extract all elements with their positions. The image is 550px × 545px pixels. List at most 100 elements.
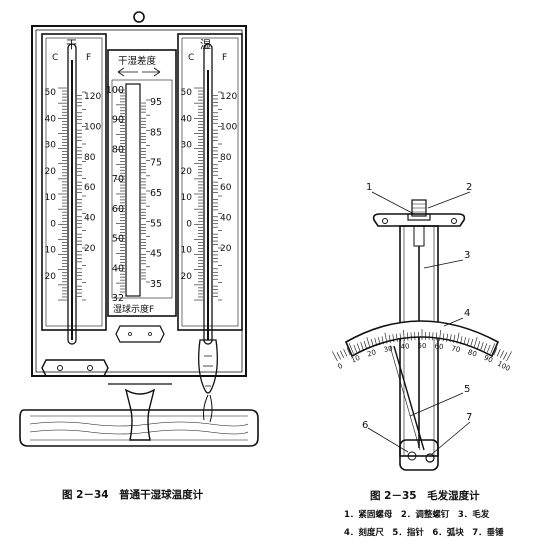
left-caption: 图 2－34 普通干湿球温度计: [62, 489, 204, 501]
arc-tick: [490, 343, 496, 354]
reservoir-stand: [124, 388, 156, 441]
tick-label: 40: [45, 114, 57, 124]
arc-block: [399, 439, 439, 471]
arc-tick: [449, 334, 452, 343]
tick-label: 75: [150, 158, 162, 169]
arc-tick: [392, 334, 395, 343]
wet-bulb-wick: [198, 339, 218, 394]
center-scale-ticks: [116, 89, 150, 293]
fastening-nut: [407, 213, 431, 221]
arc-tick-label: 20: [366, 348, 377, 358]
arc-tick-label: 50: [418, 342, 427, 350]
arc-tick: [463, 337, 466, 345]
arc-tick: [470, 338, 474, 347]
arc-tick: [456, 332, 460, 344]
arc-tick: [384, 332, 388, 344]
arc-tick: [477, 341, 481, 349]
tick-label: 10: [45, 246, 57, 256]
tick-label: 10: [181, 193, 193, 203]
tick-label: 50: [45, 88, 57, 98]
diff-label: 干湿差度: [118, 55, 157, 67]
tick-label: 20: [84, 244, 96, 254]
tick-label: 20: [220, 244, 232, 254]
tick-label: 35: [150, 279, 162, 290]
tick-label: 80: [84, 153, 96, 163]
arc-tick-label: 30: [383, 345, 393, 355]
arc-tick: [403, 329, 405, 341]
dry-thermometer: [67, 43, 77, 345]
hanger-ring: [133, 11, 145, 23]
tick-label: 65: [150, 188, 162, 199]
arc-tick: [366, 337, 371, 348]
tick-label: 32: [112, 293, 124, 304]
tick-label: 95: [150, 97, 162, 108]
arc-tick: [399, 333, 402, 342]
tick-label: 20: [181, 272, 193, 282]
arc-tick: [336, 352, 341, 360]
arc-tick: [343, 348, 348, 357]
arc-tick: [460, 336, 463, 345]
arc-tick-label: 0: [336, 362, 344, 371]
arc-tick: [496, 348, 501, 357]
dry-scale-panel: [41, 33, 107, 331]
dry-c-label: C: [52, 53, 58, 63]
right-caption: 图 2－35 毛发湿度计: [370, 490, 480, 502]
tick-label: 80: [220, 153, 232, 163]
hygrometer-figure: [344, 191, 500, 471]
frame: [399, 225, 439, 457]
pendulum-weight: [425, 453, 435, 463]
arc-tick: [374, 337, 378, 346]
arc-tick: [353, 344, 357, 353]
tick-label: 40: [84, 214, 96, 224]
tick-label: 40: [112, 263, 124, 274]
callout-2: 2: [466, 182, 472, 193]
right-legend-line-1: 1．紧固螺母 2．调整螺钉 3．毛发: [344, 510, 490, 520]
arc-tick-label: 10: [350, 354, 361, 365]
callout-5: 5: [464, 384, 470, 395]
arc-tick: [442, 333, 445, 342]
callout-6: 6: [362, 420, 368, 431]
arc-tick: [348, 343, 354, 354]
arc-tick: [378, 337, 381, 345]
tick-label: 60: [220, 183, 232, 193]
tick-label: 100: [220, 122, 237, 132]
pointer: [393, 345, 425, 451]
center-rule-panel: [107, 49, 177, 317]
wet-scale-panel: [177, 33, 243, 331]
tick-label: 10: [181, 246, 193, 256]
tick-label: 70: [112, 174, 124, 185]
wet-label: 湿: [200, 38, 211, 51]
dry-label: 干: [66, 38, 77, 51]
arc-tick: [487, 344, 491, 353]
arc-tick-label: 70: [451, 345, 461, 355]
tick-label: 120: [220, 92, 237, 102]
humidity-label: 湿球示度F: [113, 303, 154, 315]
arc-tick: [499, 350, 504, 359]
callout-3: 3: [464, 250, 470, 261]
tick-label: 100: [84, 122, 101, 132]
dry-f-label: F: [86, 53, 91, 63]
tick-label: 90: [112, 115, 124, 126]
tick-label: 45: [150, 249, 162, 260]
tick-label: 85: [150, 127, 162, 138]
arc-tick-label: 100: [496, 360, 512, 373]
arc-tick: [396, 333, 398, 342]
arc-tick: [388, 334, 391, 343]
arc-tick-label: 40: [400, 342, 410, 351]
tick-label: 10: [45, 193, 57, 203]
arc-tick: [381, 336, 384, 345]
arc-tick: [407, 332, 409, 341]
tick-label: 20: [181, 167, 193, 177]
arc-tick: [435, 332, 437, 341]
tick-label: 80: [112, 144, 124, 155]
psychrometer-figure: [19, 11, 259, 447]
arc-tick: [340, 350, 345, 359]
tick-label: 30: [45, 141, 57, 151]
